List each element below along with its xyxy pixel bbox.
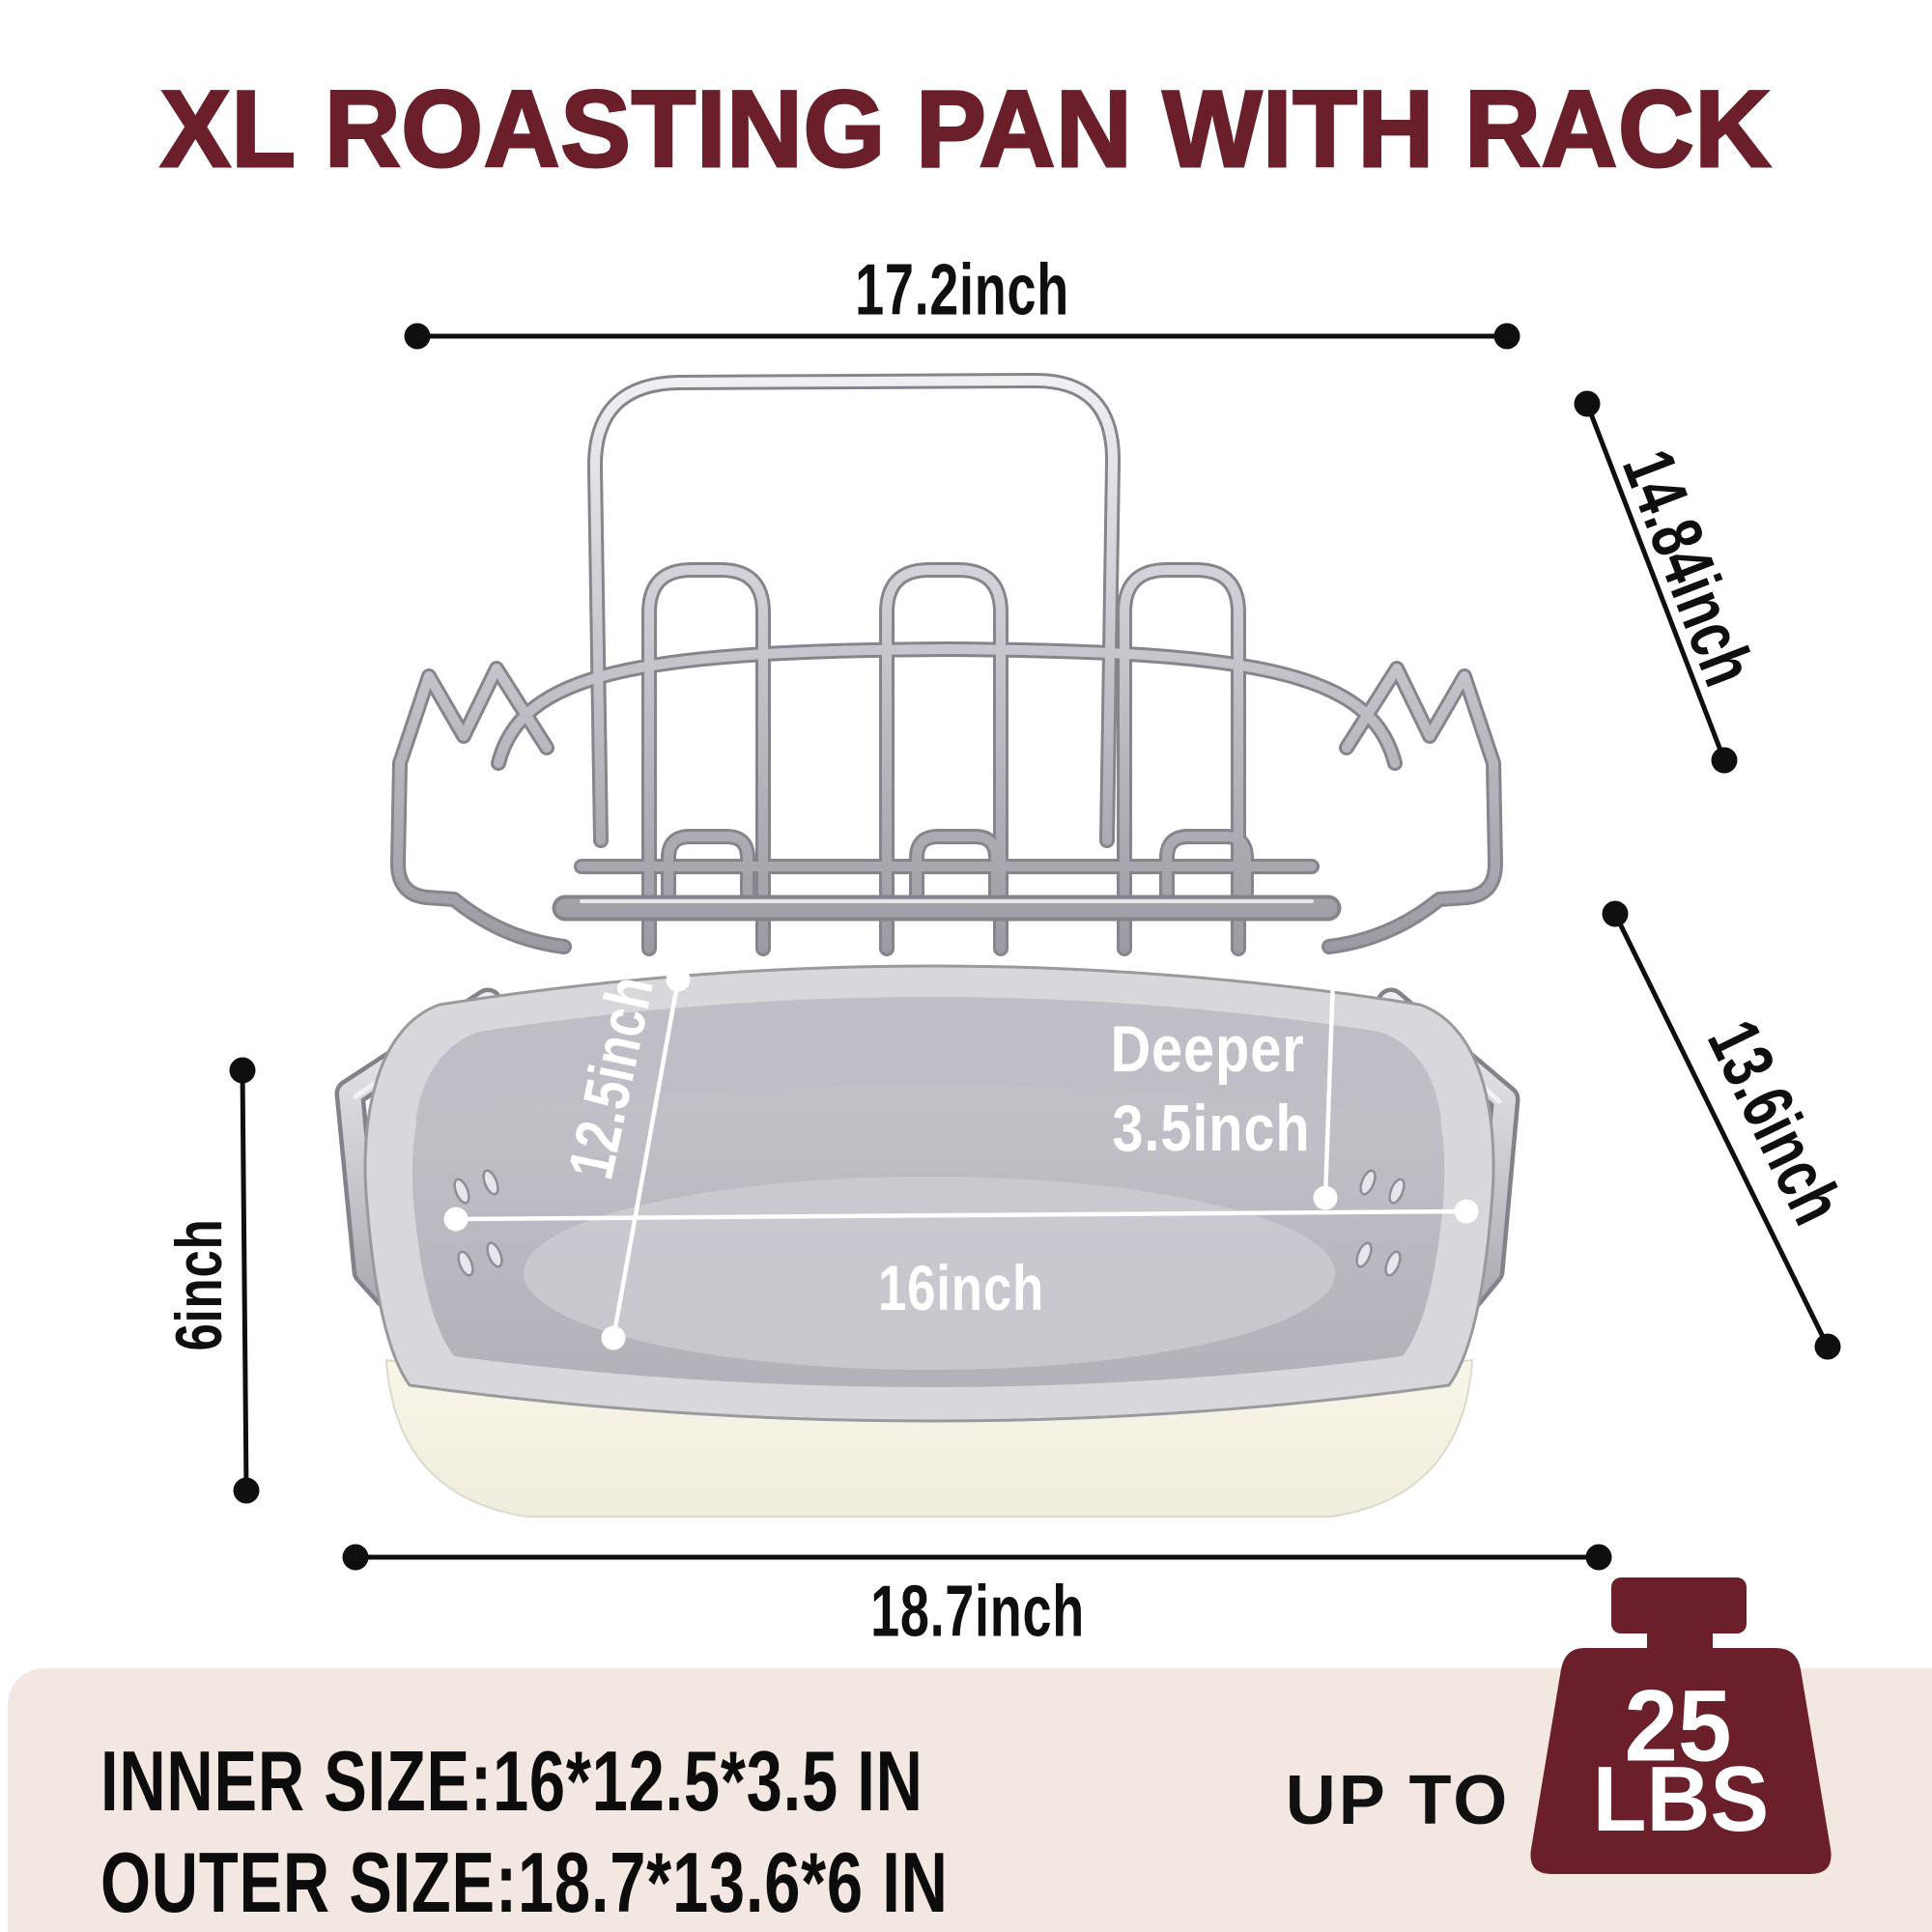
pan-inner-width-label: 12.5inch <box>554 969 668 1185</box>
roasting-rack <box>398 381 1495 949</box>
pan-outer-length-label: 18.7inch <box>870 1570 1085 1652</box>
capacity-value: 25 <box>1624 1669 1732 1783</box>
pan-height-label: 6inch <box>162 1218 236 1351</box>
pan-inner-length-label: 16inch <box>877 1252 1045 1323</box>
inner-size-text: INNER SIZE:16*12.5*3.5 IN <box>100 1733 923 1829</box>
dim-line-pan-outer-length <box>342 1544 1612 1571</box>
pan-deeper-value: 3.5inch <box>1112 1092 1311 1165</box>
roasting-pan <box>334 964 1520 1518</box>
rack-width-label: 17.2inch <box>855 248 1069 330</box>
page-title: XL ROASTING PAN WITH RACK <box>159 68 1773 189</box>
pan-handle-left <box>334 987 503 1408</box>
rack-depth-label: 14.84inch <box>1606 439 1771 696</box>
pan-handle-right <box>1374 987 1520 1408</box>
capacity-unit: LBS <box>1592 1747 1770 1851</box>
outer-size-text: OUTER SIZE:18.7*13.6*6 IN <box>100 1834 949 1930</box>
pan-deeper-label: Deeper <box>1110 1012 1305 1086</box>
pan-outer-depth-label: 13.6inch <box>1692 1008 1860 1236</box>
outer-dimension-lines <box>229 323 1841 1571</box>
capacity-prefix: UP TO <box>1285 1762 1511 1839</box>
